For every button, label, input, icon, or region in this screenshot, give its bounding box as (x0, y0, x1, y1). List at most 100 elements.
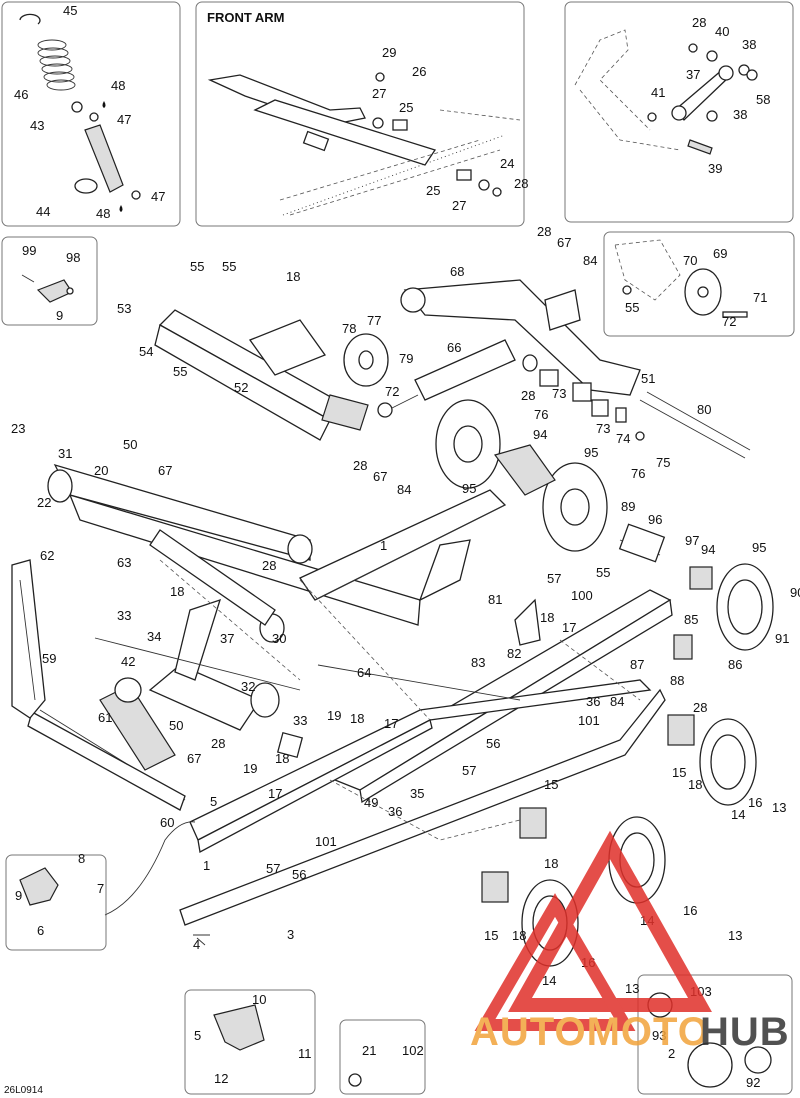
callout-47: 47 (151, 189, 165, 204)
callout-28: 28 (211, 736, 225, 751)
callout-72: 72 (385, 384, 399, 399)
callout-85: 85 (684, 612, 698, 627)
inset-slider-stop (1, 236, 98, 326)
callout-54: 54 (139, 344, 153, 359)
callout-8: 8 (78, 851, 85, 866)
callout-18: 18 (544, 856, 558, 871)
callout-16: 16 (683, 903, 697, 918)
callout-67: 67 (373, 469, 387, 484)
callout-101: 101 (315, 834, 337, 849)
callout-30: 30 (272, 631, 286, 646)
callout-57: 57 (462, 763, 476, 778)
callout-50: 50 (169, 718, 183, 733)
callout-4: 4 (193, 937, 200, 952)
callout-55: 55 (222, 259, 236, 274)
callout-101: 101 (578, 713, 600, 728)
callout-34: 34 (147, 629, 161, 644)
watermark-word-right: HUB (700, 1010, 790, 1054)
callout-88: 88 (670, 673, 684, 688)
callout-24: 24 (500, 156, 514, 171)
callout-80: 80 (697, 402, 711, 417)
callout-75: 75 (656, 455, 670, 470)
callout-95: 95 (462, 481, 476, 496)
callout-56: 56 (486, 736, 500, 751)
front-arm-drawing (207, 72, 521, 216)
callout-28: 28 (521, 388, 535, 403)
callout-9: 9 (56, 308, 63, 323)
callout-13: 13 (772, 800, 786, 815)
callout-17: 17 (562, 620, 576, 635)
callout-63: 63 (117, 555, 131, 570)
callout-3: 3 (287, 927, 294, 942)
callout-14: 14 (731, 807, 745, 822)
callout-28: 28 (262, 558, 276, 573)
callout-18: 18 (350, 711, 364, 726)
callout-84: 84 (583, 253, 597, 268)
callout-18: 18 (512, 928, 526, 943)
callout-14: 14 (542, 973, 556, 988)
callout-46: 46 (14, 87, 28, 102)
callout-32: 32 (241, 679, 255, 694)
callout-38: 38 (733, 107, 747, 122)
callout-67: 67 (158, 463, 172, 478)
callout-91: 91 (775, 631, 789, 646)
callout-42: 42 (121, 654, 135, 669)
callout-43: 43 (30, 118, 44, 133)
callout-81: 81 (488, 592, 502, 607)
callout-6: 6 (37, 923, 44, 938)
callout-22: 22 (37, 495, 51, 510)
callout-52: 52 (234, 380, 248, 395)
callout-49: 49 (364, 795, 378, 810)
callout-7: 7 (97, 881, 104, 896)
linkage-drawing (574, 29, 758, 155)
callout-78: 78 (342, 321, 356, 336)
callout-50: 50 (123, 437, 137, 452)
callout-11: 11 (298, 1046, 312, 1061)
callout-98: 98 (66, 250, 80, 265)
callout-5: 5 (194, 1028, 201, 1043)
callout-15: 15 (672, 765, 686, 780)
watermark-word-left: AUTOMOTO (470, 1010, 710, 1054)
callout-84: 84 (397, 482, 411, 497)
watermark: AUTOMOTO HUB (470, 830, 790, 1054)
callout-31: 31 (58, 446, 72, 461)
callout-57: 57 (547, 571, 561, 586)
callout-93: 93 (652, 1028, 666, 1043)
callout-1: 1 (380, 538, 387, 553)
callout-89: 89 (621, 499, 635, 514)
callout-60: 60 (160, 815, 174, 830)
callout-19: 19 (327, 708, 341, 723)
callout-73: 73 (596, 421, 610, 436)
callout-18: 18 (170, 584, 184, 599)
callout-17: 17 (384, 716, 398, 731)
callout-25: 25 (399, 100, 413, 115)
callout-44: 44 (36, 204, 50, 219)
callout-99: 99 (22, 243, 36, 258)
callout-28: 28 (537, 224, 551, 239)
callout-102: 102 (402, 1043, 424, 1058)
drawing-code: 26L0914 (4, 1085, 43, 1096)
watermark-orange-triangle (474, 893, 636, 1031)
callout-15: 15 (484, 928, 498, 943)
callout-71: 71 (753, 290, 767, 305)
callout-76: 76 (631, 466, 645, 481)
callout-73: 73 (552, 386, 566, 401)
callout-94: 94 (701, 542, 715, 557)
callout-55: 55 (596, 565, 610, 580)
callout-28: 28 (693, 700, 707, 715)
callout-95: 95 (752, 540, 766, 555)
callout-55: 55 (173, 364, 187, 379)
callout-29: 29 (382, 45, 396, 60)
callout-59: 59 (42, 651, 56, 666)
callout-68: 68 (450, 264, 464, 279)
callout-33: 33 (293, 713, 307, 728)
callout-51: 51 (641, 371, 655, 386)
idler-wheel-drawing (614, 239, 748, 318)
callout-96: 96 (648, 512, 662, 527)
inset-grease-fitting (339, 1019, 426, 1095)
callout-25: 25 (426, 183, 440, 198)
callout-61: 61 (98, 710, 112, 725)
callout-70: 70 (683, 253, 697, 268)
callout-48: 48 (111, 78, 125, 93)
callout-36: 36 (586, 694, 600, 709)
